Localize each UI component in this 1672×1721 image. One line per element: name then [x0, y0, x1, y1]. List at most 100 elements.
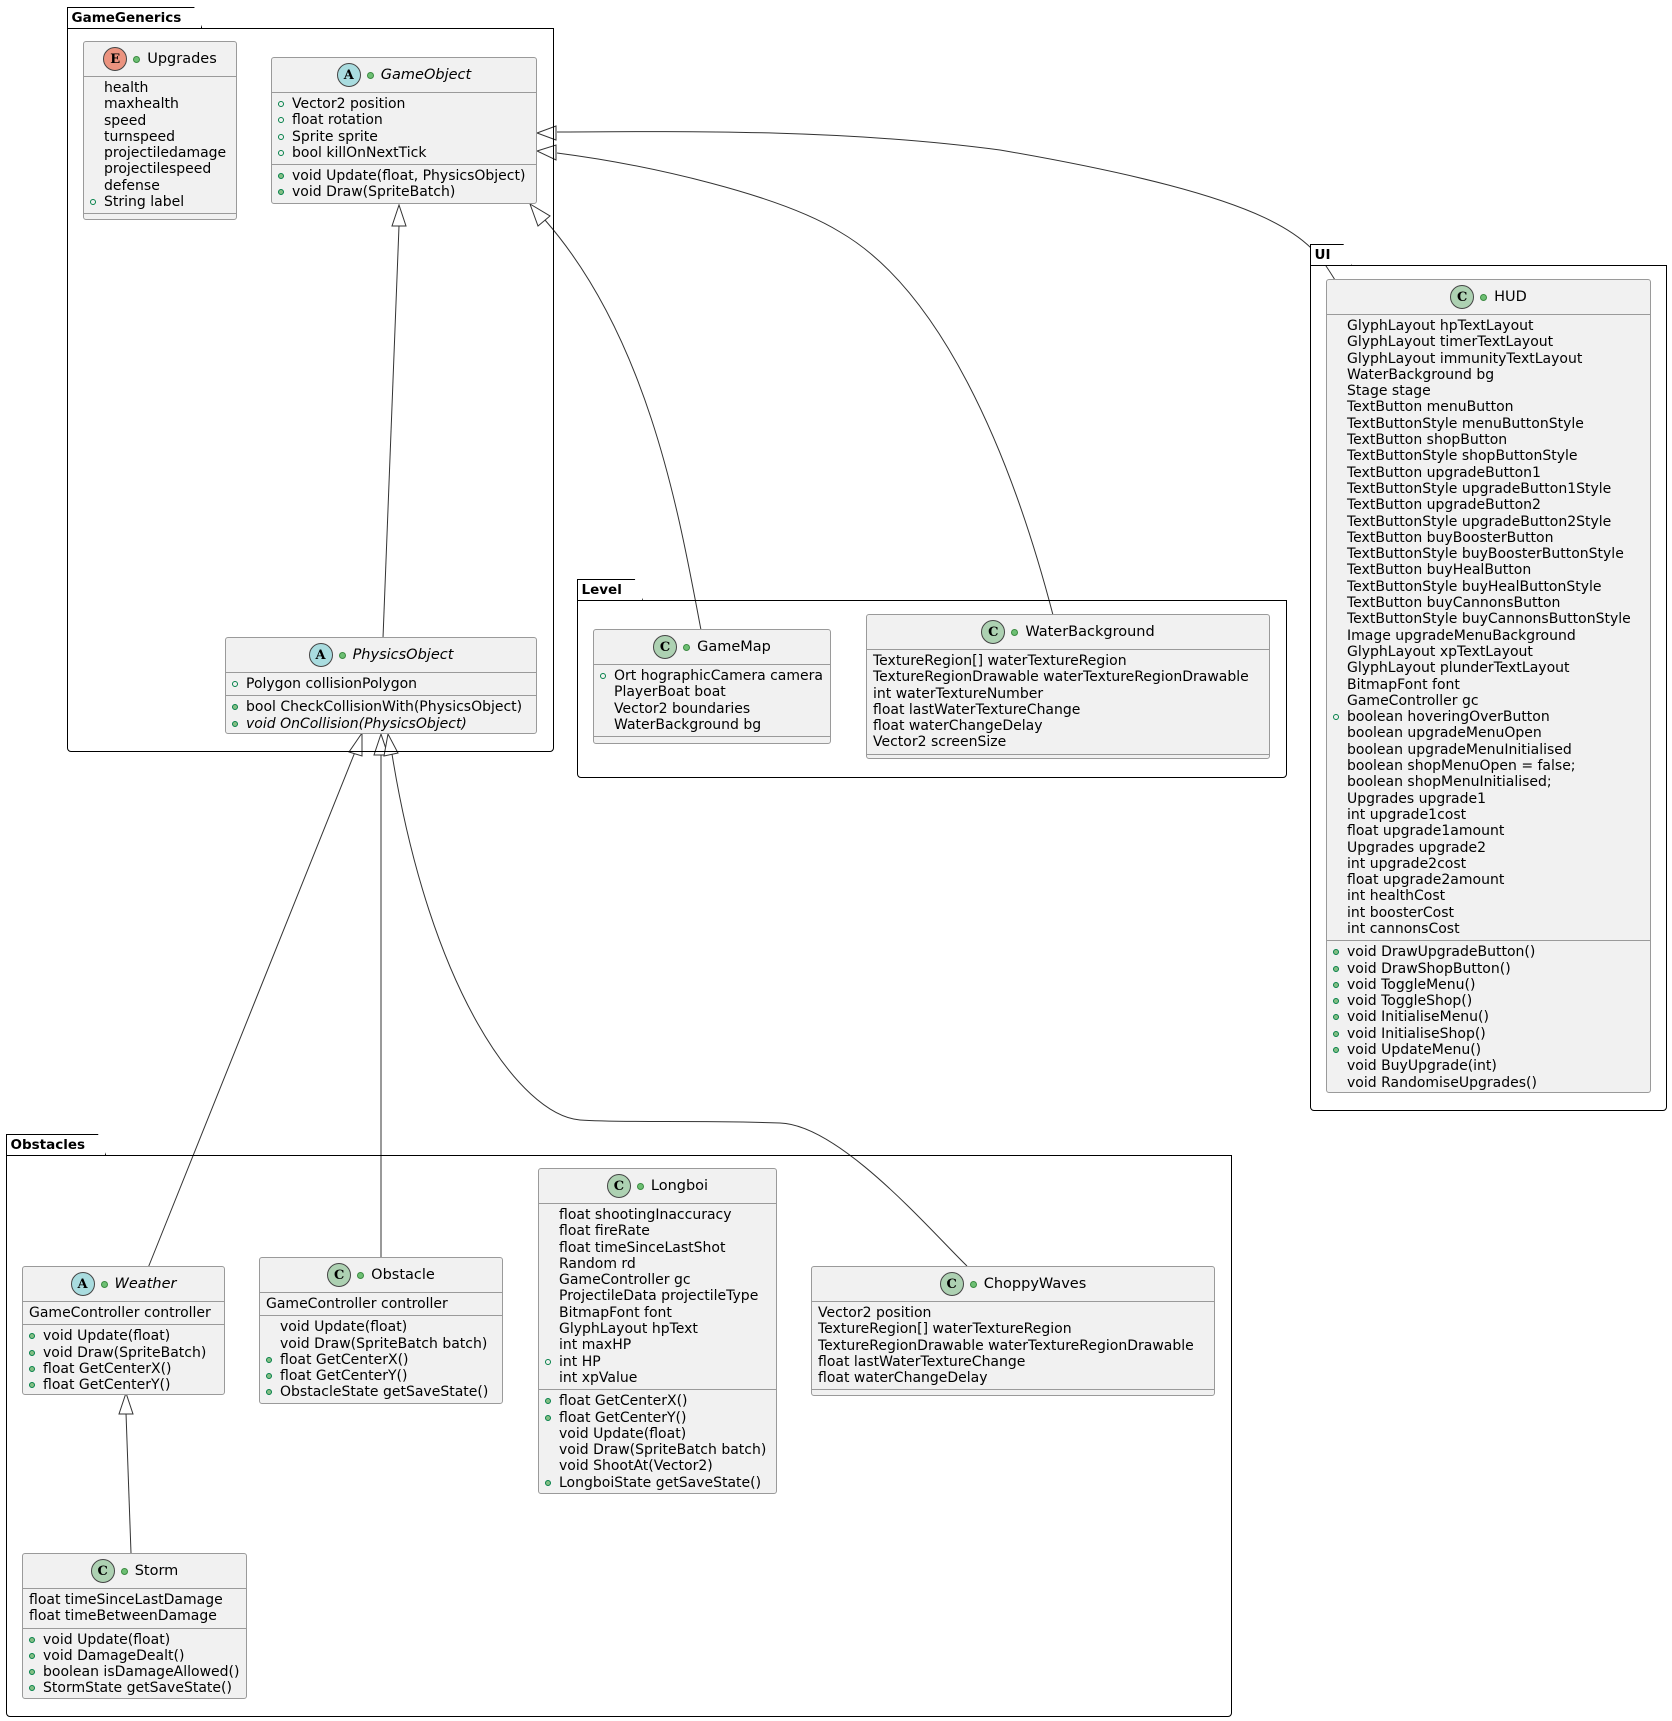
member-text: GlyphLayout xpTextLayout — [1347, 643, 1533, 660]
public-method-icon — [29, 1365, 35, 1372]
public-method-icon — [545, 1479, 551, 1486]
field-row: GameController controller — [260, 1296, 502, 1312]
field-row: int maxHP — [539, 1337, 776, 1353]
field-row: TextureRegionDrawable waterTextureRegion… — [812, 1338, 1214, 1354]
field-row: GlyphLayout xpTextLayout — [1327, 644, 1650, 660]
member-text: void Update(float, PhysicsObject) — [292, 168, 526, 185]
member-text: float timeBetweenDamage — [29, 1608, 217, 1625]
member-text: health — [104, 80, 149, 96]
public-method-icon — [29, 1652, 35, 1659]
member-text: maxhealth — [104, 96, 179, 113]
public-field-icon — [232, 681, 238, 687]
public-method-icon — [1333, 998, 1339, 1005]
field-row: boolean upgradeMenuOpen — [1327, 725, 1650, 741]
class-name: WaterBackground — [1025, 624, 1155, 640]
member-text: void RandomiseUpgrades() — [1347, 1074, 1537, 1091]
field-row: WaterBackground bg — [594, 717, 830, 733]
field-row: int cannonsCost — [1327, 921, 1650, 937]
public-method-icon — [1333, 1030, 1339, 1037]
member-text: float waterChangeDelay — [873, 718, 1043, 735]
member-text: void Update(float) — [43, 1328, 171, 1345]
class-name: GameMap — [697, 639, 771, 655]
public-method-icon — [278, 173, 284, 180]
arrowhead — [373, 732, 389, 756]
field-row: float shootingInaccuracy — [539, 1207, 776, 1223]
fields-section: Polygon collisionPolygon — [226, 673, 536, 697]
member-text: int upgrade2cost — [1347, 855, 1467, 872]
member-text: defense — [104, 177, 160, 194]
field-row: float fireRate — [539, 1223, 776, 1239]
member-text: TextButtonStyle menuButtonStyle — [1347, 415, 1584, 432]
member-text: String label — [104, 194, 185, 211]
member-text: TextButtonStyle buyHealButtonStyle — [1347, 578, 1602, 595]
member-text: boolean hoveringOverButton — [1347, 709, 1550, 726]
member-text: TextButtonStyle shopButtonStyle — [1347, 448, 1578, 465]
member-text: TextButtonStyle upgradeButton1Style — [1347, 480, 1612, 497]
public-field-icon — [600, 673, 606, 679]
class-name: Upgrades — [147, 51, 217, 67]
member-text: BitmapFont font — [1347, 676, 1460, 693]
member-text: speed — [104, 112, 147, 129]
field-row: Upgrades upgrade1 — [1327, 791, 1650, 807]
methods-section — [812, 1390, 1214, 1396]
method-row: void DrawShopButton() — [1327, 961, 1650, 977]
method-row: void Update(float) — [539, 1426, 776, 1442]
arrow-physicsobject-gameobject — [382, 225, 400, 639]
field-row: TextButton shopButton — [1327, 432, 1650, 448]
class-header: C WaterBackground — [867, 615, 1269, 650]
member-text: Vector2 position — [818, 1305, 932, 1321]
public-field-icon — [278, 149, 284, 156]
member-text: GameController controller — [29, 1305, 211, 1321]
field-row: TextButtonStyle upgradeButton1Style — [1327, 481, 1650, 497]
stereotype-a-icon: A — [336, 63, 361, 87]
field-row: TextureRegion[] waterTextureRegion — [867, 653, 1269, 669]
member-text: boolean isDamageAllowed() — [43, 1664, 240, 1681]
member-text: void DamageDealt() — [43, 1647, 185, 1664]
public-visibility-icon — [969, 1280, 977, 1288]
method-row: float GetCenterX() — [539, 1393, 776, 1409]
stereotype-c-icon: C — [981, 620, 1006, 644]
arrow-choppywaves-physicsobject — [391, 753, 968, 1267]
member-text: boolean upgradeMenuOpen — [1347, 725, 1542, 742]
public-visibility-icon — [1480, 293, 1488, 301]
public-field-icon — [278, 133, 284, 140]
member-text: float GetCenterX() — [43, 1360, 172, 1377]
member-text: TextButtonStyle upgradeButton2Style — [1347, 513, 1612, 530]
stereotype-c-icon: C — [939, 1272, 964, 1296]
member-text: GameController gc — [559, 1272, 691, 1289]
method-row: float GetCenterY() — [260, 1368, 502, 1384]
member-text: boolean upgradeMenuInitialised — [1347, 741, 1572, 758]
public-method-icon — [545, 1414, 551, 1421]
package-label: GameGenerics — [67, 7, 203, 28]
field-row: TextButtonStyle upgradeButton2Style — [1327, 514, 1650, 530]
member-text: void Draw(SpriteBatch) — [43, 1344, 207, 1361]
member-text: float upgrade1amount — [1347, 823, 1505, 840]
method-row: void UpdateMenu() — [1327, 1042, 1650, 1058]
field-row: int healthCost — [1327, 888, 1650, 904]
member-text: void BuyUpgrade(int) — [1347, 1058, 1497, 1075]
member-text: Upgrades upgrade1 — [1347, 790, 1486, 807]
field-row: BitmapFont font — [1327, 677, 1650, 693]
public-method-icon — [29, 1636, 35, 1643]
member-text: StormState getSaveState() — [43, 1680, 232, 1697]
methods-section: void Update(float)void Draw(SpriteBatch)… — [23, 1325, 224, 1396]
member-text: TextureRegionDrawable waterTextureRegion… — [818, 1337, 1194, 1354]
field-row: float timeBetweenDamage — [23, 1608, 246, 1624]
